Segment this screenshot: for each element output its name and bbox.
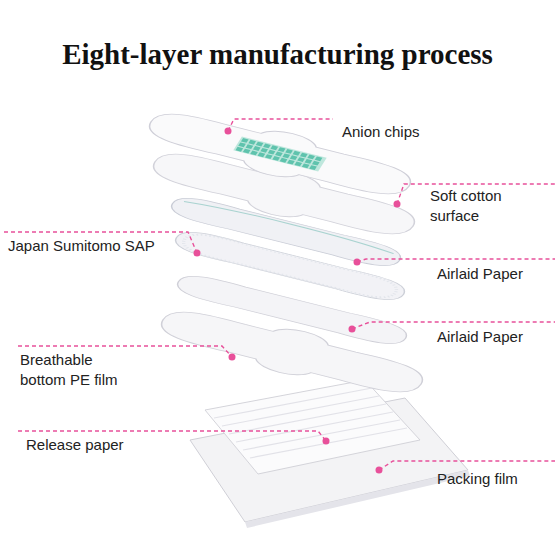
top-layer — [138, 101, 422, 206]
leader-dots — [194, 128, 401, 474]
part-label: Airlaid Paper — [437, 264, 552, 284]
part-label: Packing film — [437, 469, 552, 489]
release-paper — [205, 380, 420, 474]
part-label: Release paper — [26, 435, 176, 455]
part-label: Anion chips — [342, 122, 492, 142]
part-label: Airlaid Paper — [437, 327, 552, 347]
part-label: Japan Sumitomo SAP — [8, 236, 198, 256]
part-label: Soft cotton surface — [430, 186, 530, 226]
leader-lines — [4, 119, 555, 470]
anion-chips — [233, 137, 326, 172]
part-label: Breathable bottom PE film — [20, 350, 128, 390]
diagram-title: Eight-layer manufacturing process — [0, 38, 555, 71]
